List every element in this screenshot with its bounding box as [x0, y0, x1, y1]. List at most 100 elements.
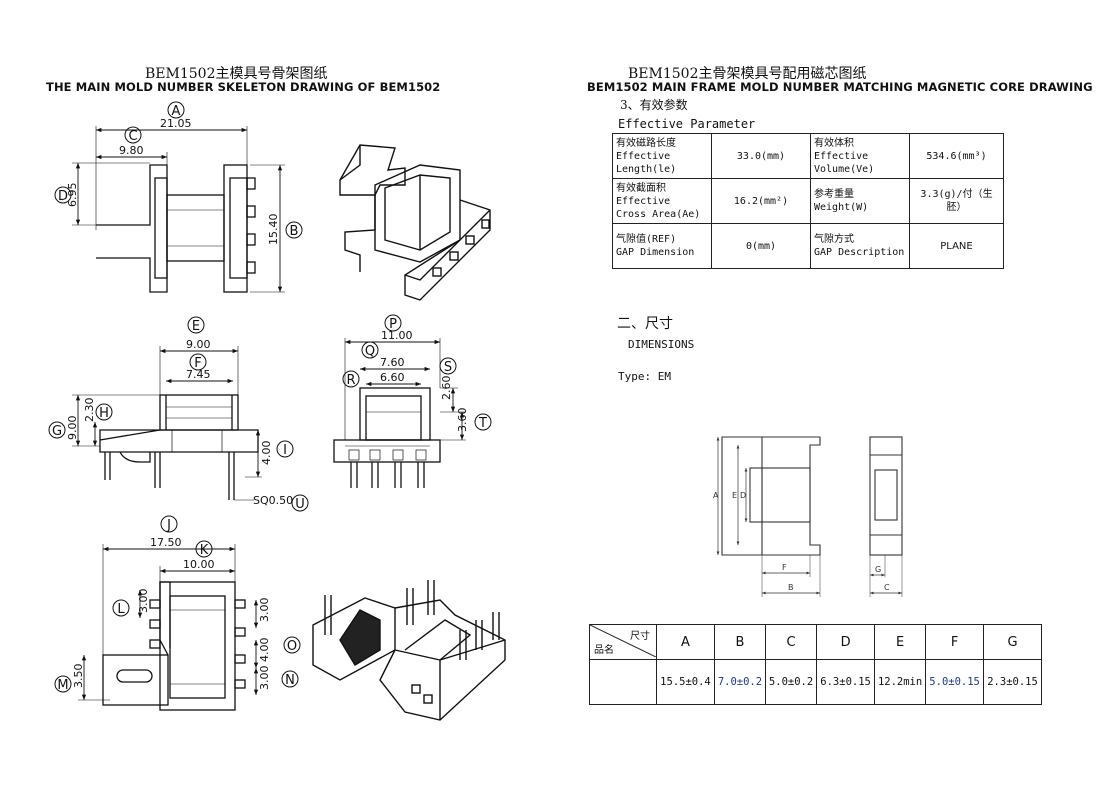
header-B: B — [713, 624, 767, 660]
dim-J-value: 17.50 — [150, 536, 182, 549]
bottom-view — [78, 544, 259, 711]
dimensions-label: DIMENSIONS — [628, 338, 695, 351]
callout-R: R — [342, 370, 360, 388]
header-F: F — [925, 624, 985, 660]
side-view — [333, 338, 466, 488]
callout-G: G — [48, 421, 66, 439]
callout-I: I — [276, 440, 294, 458]
core-label-A: A — [713, 491, 719, 500]
callout-B: B — [285, 221, 303, 239]
bobbin-isometric-bottom — [312, 580, 506, 721]
value-F: 5.0±0.15 — [925, 659, 985, 705]
callout-H: H — [95, 403, 113, 421]
svg-text:Q: Q — [365, 344, 375, 359]
dim-I-value: 4.00 — [260, 441, 273, 466]
dim-A-value: 21.05 — [160, 117, 192, 130]
dimension-header-row: 尺寸 品名 A B C D E F G — [589, 624, 1042, 660]
svg-text:L: L — [117, 602, 125, 617]
type-label: Type: EM — [618, 370, 671, 383]
front-view — [72, 346, 262, 501]
left-title-cn: BEM1502主模具号骨架图纸 — [145, 66, 328, 82]
svg-text:U: U — [295, 497, 305, 512]
svg-text:M: M — [57, 678, 68, 693]
dimension-table: 尺寸 品名 A B C D E F G 15.5±0.4 7.0±0.2 5.0… — [589, 624, 1042, 705]
svg-text:T: T — [478, 416, 487, 431]
svg-text:D: D — [58, 189, 68, 204]
callout-C: C — [124, 126, 142, 144]
callout-J: J — [160, 515, 178, 533]
callout-D: D — [54, 186, 72, 204]
svg-text:C: C — [128, 129, 137, 144]
bobbin-isometric-top — [339, 144, 491, 301]
value-A: 15.5±0.4 — [656, 659, 715, 705]
core-label-D: D — [740, 491, 746, 500]
dimension-value-row: 15.5±0.4 7.0±0.2 5.0±0.2 6.3±0.15 12.2mi… — [589, 659, 1042, 705]
svg-text:G: G — [52, 424, 62, 439]
value-E: 12.2min — [874, 659, 927, 705]
dim-P-value: 11.00 — [381, 329, 413, 342]
callout-A: A — [167, 101, 185, 119]
callout-E: E — [187, 316, 205, 334]
callout-M: M — [54, 675, 72, 693]
dim-O2-value: 4.00 — [258, 638, 271, 663]
value-G: 2.3±0.15 — [983, 659, 1042, 705]
callout-K: K — [195, 540, 213, 558]
header-G: G — [983, 624, 1042, 660]
effective-parameter-title: Effective Parameter — [618, 117, 756, 131]
dim-K-value: 10.00 — [183, 558, 215, 571]
svg-text:F: F — [194, 356, 201, 371]
value-B: 7.0±0.2 — [713, 659, 767, 705]
dim-T-value: 3.60 — [456, 408, 469, 433]
bobbin-drawings: 21.05 9.80 6.95 15.40 9.00 7.45 9.00 2.3… — [48, 101, 506, 721]
svg-text:N: N — [285, 673, 295, 688]
core-label-E: E — [732, 491, 737, 500]
svg-text:R: R — [346, 373, 355, 388]
svg-text:H: H — [99, 406, 109, 421]
dim-R-value: 6.60 — [380, 371, 405, 384]
section-3-label: 3、有效参数 — [620, 98, 688, 112]
dim-F-value: 7.45 — [186, 368, 211, 381]
callout-P: P — [384, 314, 402, 332]
svg-text:A: A — [172, 104, 181, 119]
callout-O: O — [283, 636, 301, 654]
right-title-en: BEM1502 MAIN FRAME MOLD NUMBER MATCHING … — [587, 80, 1093, 94]
svg-text:S: S — [444, 360, 452, 375]
dim-N-value: 3.00 — [258, 666, 271, 691]
dim-C-value: 9.80 — [119, 144, 144, 157]
core-label-F: F — [782, 563, 787, 572]
core-drawing: A E D F B G C — [713, 436, 903, 597]
callout-Q: Q — [361, 341, 379, 359]
svg-text:J: J — [166, 518, 171, 533]
value-C: 5.0±0.2 — [765, 659, 818, 705]
dim-B-value: 15.40 — [267, 214, 280, 246]
dim-M-value: 3.50 — [72, 664, 85, 689]
left-title-en: THE MAIN MOLD NUMBER SKELETON DRAWING OF… — [46, 80, 441, 94]
value-D: 6.3±0.15 — [816, 659, 876, 705]
core-label-C: C — [884, 583, 890, 592]
dim-L-value: 3.00 — [137, 589, 150, 614]
dim-U-value: SQ0.50 — [253, 494, 293, 507]
svg-text:I: I — [283, 443, 287, 458]
dim-H-value: 2.30 — [83, 398, 96, 423]
callout-L: L — [112, 599, 130, 617]
header-D: D — [816, 624, 876, 660]
header-A: A — [656, 624, 715, 660]
dim-G-value: 9.00 — [66, 416, 79, 441]
dim-D-value: 6.95 — [66, 183, 79, 208]
section-2-label: 二、尺寸 — [617, 316, 673, 332]
svg-text:B: B — [290, 224, 299, 239]
dim-S-value: 2.60 — [440, 376, 453, 401]
svg-text:O: O — [287, 639, 297, 654]
corner-cell: 尺寸 品名 — [589, 624, 657, 660]
callout-S: S — [439, 357, 457, 375]
top-view — [72, 126, 285, 293]
dim-E-value: 9.00 — [186, 338, 211, 351]
dim-Q-value: 7.60 — [380, 356, 405, 369]
header-E: E — [874, 624, 927, 660]
core-label-G: G — [875, 565, 881, 574]
svg-text:P: P — [389, 317, 397, 332]
